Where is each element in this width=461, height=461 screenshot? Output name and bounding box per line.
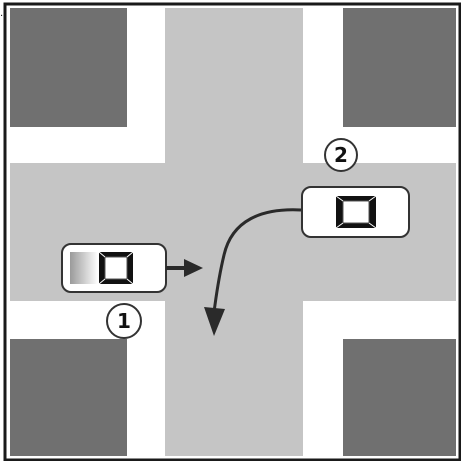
vehicle-2 xyxy=(301,186,410,238)
stray-mark: . xyxy=(0,8,4,19)
vehicle-1-window-line xyxy=(98,278,106,285)
block-top-left xyxy=(10,8,127,127)
block-bottom-right xyxy=(343,339,456,456)
vehicle-2-window-line xyxy=(335,195,344,202)
vehicle-1-window-line xyxy=(126,278,134,285)
vehicle-1-number: 1 xyxy=(117,309,131,333)
vehicle-1-arrow xyxy=(166,259,203,277)
vehicle-1-window-line xyxy=(98,251,106,258)
vehicle-1-roof-panel xyxy=(104,256,128,280)
vehicle-2-arrow xyxy=(204,208,302,336)
block-bottom-left xyxy=(10,339,127,456)
vehicle-2-window-line xyxy=(335,222,344,229)
vehicle-1-badge: 1 xyxy=(106,303,142,339)
vehicle-2-badge: 2 xyxy=(324,138,358,172)
vehicle-2-window-line xyxy=(368,222,377,229)
block-top-right xyxy=(343,8,456,127)
vehicle-2-window-line xyxy=(368,195,377,202)
vehicle-1-window-line xyxy=(126,251,134,258)
vehicle-2-roof-panel xyxy=(342,200,370,224)
vehicle-1-rear-shade xyxy=(70,252,98,284)
vehicle-1 xyxy=(61,243,167,293)
vehicle-2-number: 2 xyxy=(334,143,348,167)
